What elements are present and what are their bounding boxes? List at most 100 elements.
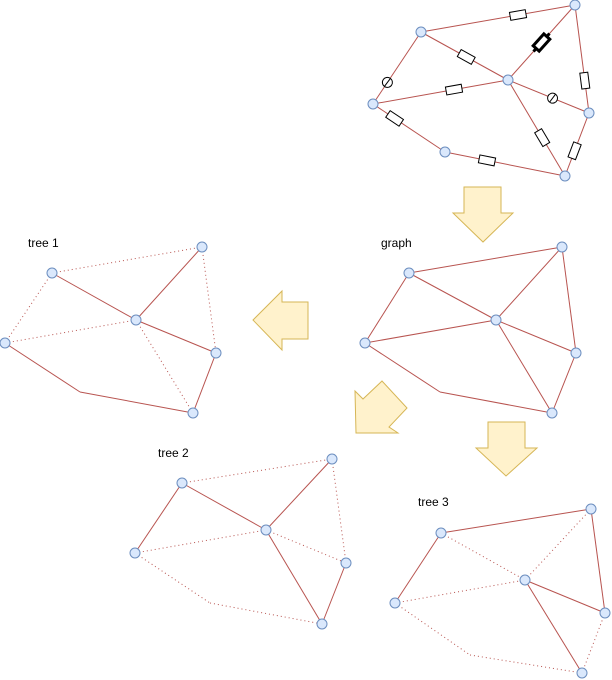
edge-solid (495, 319, 553, 414)
edge-solid (495, 319, 577, 354)
node (210, 347, 222, 359)
node (367, 98, 379, 110)
arrow-graph-to-tree3-icon (474, 421, 539, 477)
wire (372, 79, 509, 105)
edge-dotted (394, 602, 471, 656)
node (389, 597, 401, 609)
node (260, 524, 272, 536)
edge-solid (265, 458, 333, 531)
node (46, 267, 58, 279)
edge-solid (265, 529, 323, 625)
resistor-icon (444, 83, 464, 96)
resistor-icon (477, 154, 497, 167)
edge-solid (135, 246, 203, 321)
graph-graph (359, 241, 582, 419)
node (129, 547, 141, 559)
graphs (0, 241, 611, 679)
edge-dotted (209, 602, 323, 625)
wire (574, 4, 590, 114)
tree1-label: tree 1 (28, 236, 59, 250)
arrow-circuit-to-graph-icon (451, 186, 515, 243)
edge-solid (551, 352, 577, 414)
edge-dotted (134, 552, 211, 604)
edge-dotted (201, 246, 217, 354)
resistor-icon (456, 48, 476, 66)
node (502, 74, 514, 86)
tree2-label: tree 2 (158, 446, 189, 460)
edge-solid (192, 352, 217, 414)
resistor-icon (533, 127, 551, 148)
edge-dotted (135, 319, 194, 414)
source-icon (381, 76, 393, 88)
edge-dotted (51, 246, 203, 274)
wire (372, 31, 422, 105)
node (0, 337, 11, 349)
node (585, 503, 597, 515)
node (556, 241, 568, 253)
node (326, 453, 338, 465)
wire (507, 79, 566, 177)
edge-solid (408, 246, 563, 274)
edge-solid (364, 272, 410, 344)
edge-dotted (4, 319, 137, 344)
node (576, 667, 588, 679)
node (570, 347, 582, 359)
edge-solid (394, 532, 442, 604)
wire (420, 4, 576, 33)
edge-solid (408, 272, 497, 321)
wire (444, 151, 566, 177)
node (490, 314, 502, 326)
node (340, 557, 352, 569)
edge-dotted (524, 508, 592, 581)
node (546, 407, 558, 419)
resistor-icon (579, 71, 591, 90)
tree3-graph (389, 503, 611, 679)
circuit-diagram (367, 0, 595, 182)
edge-solid (51, 272, 137, 321)
edge-solid (4, 342, 81, 393)
edge-solid (135, 319, 217, 354)
edge-solid (590, 508, 606, 614)
node (439, 146, 451, 158)
edge-solid (524, 579, 583, 674)
node (599, 607, 611, 619)
node (196, 241, 208, 253)
edge-solid (440, 508, 592, 534)
edge-solid (561, 246, 577, 354)
tree2-graph (129, 453, 352, 630)
wire (372, 103, 446, 153)
edge-solid (321, 562, 347, 625)
edge-solid (439, 391, 553, 414)
edge-solid (134, 482, 183, 554)
edge-dotted (181, 458, 333, 484)
resistor-bold-icon (531, 31, 552, 54)
edge-solid (364, 342, 441, 393)
edge-solid (79, 391, 194, 414)
arrows (252, 186, 539, 477)
edge-solid (495, 246, 563, 321)
graph-label: graph (381, 236, 412, 250)
source-icon (547, 92, 559, 104)
node (176, 477, 188, 489)
edge-dotted (440, 532, 526, 581)
node (130, 314, 142, 326)
edge-solid (364, 319, 497, 344)
edge-dotted (469, 654, 583, 674)
edge-dotted (331, 458, 347, 564)
node (569, 0, 581, 11)
edge-solid (524, 579, 606, 614)
node (415, 26, 427, 38)
node (519, 574, 531, 586)
edge-dotted (581, 612, 606, 674)
edge-dotted (134, 529, 267, 554)
resistor-icon (385, 109, 405, 127)
arrow-graph-to-tree2-icon (354, 380, 408, 434)
resistor-icon (567, 141, 582, 161)
tree3-label: tree 3 (418, 495, 449, 509)
node (359, 337, 371, 349)
node (559, 170, 571, 182)
edge-dotted (394, 579, 526, 604)
tree1-graph (0, 241, 222, 419)
node (435, 527, 447, 539)
